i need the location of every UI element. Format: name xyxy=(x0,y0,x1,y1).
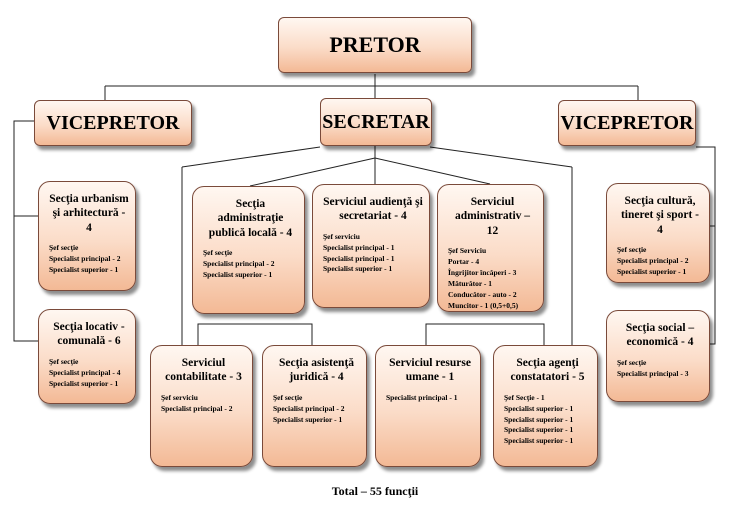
unit-social: Secţia social – economică - 4 Şef secţie… xyxy=(606,310,710,402)
unit-audienta: Serviciul audienţă şi secretariat - 4 Şe… xyxy=(312,184,430,308)
unit-adm-publica: Secţia administraţie publică locală - 4 … xyxy=(192,186,305,314)
list-item: Specialist superior - 1 xyxy=(273,414,343,424)
list-item: Specialist principal - 1 xyxy=(386,392,458,402)
vicepretor-left-box: VICEPRETOR xyxy=(34,100,192,146)
unit-items: Şef serviciu Specialist principal - 1 Sp… xyxy=(323,232,423,276)
list-item: Specialist superior - 1 xyxy=(504,403,574,413)
connector-line xyxy=(13,120,38,342)
list-item: Specialist superior - 1 xyxy=(49,264,119,274)
unit-items: Specialist principal - 1 xyxy=(386,393,474,404)
unit-urbanism: Secţia urbanism şi arhitectură - 4 Şef s… xyxy=(38,181,136,291)
list-item: Specialist principal - 4 xyxy=(49,367,121,377)
vicepretor-right-box: VICEPRETOR xyxy=(558,100,696,146)
list-item: Specialist principal - 2 xyxy=(273,403,345,413)
unit-title: Secţia agenţi constatatori - 5 xyxy=(510,357,585,384)
list-item: Specialist superior - 1 xyxy=(49,378,119,388)
unit-items: Şef secţie Specialist principal - 3 xyxy=(617,358,703,380)
pretor-box: PRETOR xyxy=(278,17,472,73)
list-item: Specialist superior - 1 xyxy=(617,266,687,276)
list-item: Specialist principal - 1 xyxy=(323,242,395,252)
list-item: Specialist principal - 3 xyxy=(617,368,689,378)
unit-items: Şef Serviciu Portar - 4 Îngrijitor încăp… xyxy=(448,246,537,311)
unit-title: Secţia social – economică - 4 xyxy=(625,322,695,349)
vicepretor-left-label: VICEPRETOR xyxy=(46,111,180,134)
list-item: Şef Serviciu xyxy=(448,246,487,256)
list-item: Şef serviciu xyxy=(161,392,198,402)
list-item: Portar - 4 xyxy=(448,257,480,266)
unit-cultura: Secţia cultură, tineret şi sport - 4 Şef… xyxy=(606,183,710,283)
list-item: Specialist superior - 1 xyxy=(504,414,574,424)
unit-title: Serviciul resurse umane - 1 xyxy=(389,357,471,384)
list-item: Specialist principal - 2 xyxy=(161,403,233,413)
list-item: Conducător - auto - 2 xyxy=(448,289,517,299)
list-item: Măturător - 1 xyxy=(448,278,493,288)
unit-locativ: Secţia locativ - comunală - 6 Şef secţie… xyxy=(38,309,136,404)
unit-title: Serviciul administrativ – 12 xyxy=(454,196,531,237)
list-item: Specialist principal - 1 xyxy=(323,253,395,263)
unit-title: Serviciul contabilitate - 3 xyxy=(165,357,242,384)
list-item: Specialist principal - 2 xyxy=(49,254,121,263)
unit-items: Şef secţie Specialist principal - 2 Spec… xyxy=(617,245,703,278)
list-item: Şef secţie xyxy=(273,392,303,402)
list-item: Şef secţie xyxy=(49,243,79,253)
unit-title: Secţia urbanism şi arhitectură - 4 xyxy=(49,193,129,234)
unit-items: Şef secţie Specialist principal - 2 Spec… xyxy=(49,243,129,276)
total-label: Total – 55 funcţii xyxy=(331,484,419,498)
list-item: Şef serviciu xyxy=(323,231,360,241)
secretar-label: SECRETAR xyxy=(322,110,430,133)
unit-items: Şef secţie Specialist principal - 2 Spec… xyxy=(273,393,360,426)
unit-items: Şef secţie Specialist principal - 2 Spec… xyxy=(203,248,298,281)
connector-line xyxy=(197,323,313,345)
unit-title: Secţia cultură, tineret şi sport - 4 xyxy=(620,195,700,236)
vicepretor-right-label: VICEPRETOR xyxy=(560,111,694,134)
list-item: Şef secţie xyxy=(617,245,647,255)
list-item: Şef secţie xyxy=(203,248,233,258)
unit-administrativ: Serviciul administrativ – 12 Şef Servici… xyxy=(437,184,544,312)
list-item: Specialist superior - 1 xyxy=(504,436,574,446)
unit-contabilitate: Serviciul contabilitate - 3 Şef serviciu… xyxy=(150,345,253,467)
list-item: Specialist superior - 1 xyxy=(323,264,393,274)
connector-line xyxy=(181,146,321,168)
list-item: Şef secţie xyxy=(49,356,79,366)
list-item: Îngrijitor încăperi - 3 xyxy=(448,267,517,277)
unit-title: Secţia administraţie publică locală - 4 xyxy=(208,198,293,239)
unit-items: Şef serviciu Specialist principal - 2 xyxy=(161,393,246,415)
list-item: Şef Secţie - 1 xyxy=(504,392,545,402)
pretor-label: PRETOR xyxy=(329,32,421,57)
connector-line xyxy=(425,323,545,345)
unit-items: Şef secţie Specialist principal - 4 Spec… xyxy=(49,357,129,390)
connector-line xyxy=(374,157,491,185)
list-item: Specialist superior - 1 xyxy=(203,269,273,279)
unit-agenti: Secţia agenţi constatatori - 5 Şef Secţi… xyxy=(493,345,598,467)
connector-line xyxy=(249,157,376,187)
list-item: Specialist principal - 2 xyxy=(203,259,275,268)
list-item: Muncitor - 1 (0,5+0,5) xyxy=(448,300,519,310)
list-item: Specialist superior - 1 xyxy=(504,425,574,435)
list-item: Specialist principal - 2 xyxy=(617,256,689,265)
secretar-box: SECRETAR xyxy=(320,98,432,146)
unit-resurse: Serviciul resurse umane - 1 Specialist p… xyxy=(375,345,481,467)
list-item: Şef secţie xyxy=(617,357,647,367)
unit-title: Secţia locativ - comunală - 6 xyxy=(53,321,125,348)
connector-line xyxy=(429,146,573,168)
unit-juridica: Secţia asistenţă juridică - 4 Şef secţie… xyxy=(262,345,367,467)
unit-items: Şef Secţie - 1 Specialist superior - 1 S… xyxy=(504,393,591,447)
unit-title: Serviciul audienţă şi secretariat - 4 xyxy=(323,196,423,223)
unit-title: Secţia asistenţă juridică - 4 xyxy=(278,357,355,384)
